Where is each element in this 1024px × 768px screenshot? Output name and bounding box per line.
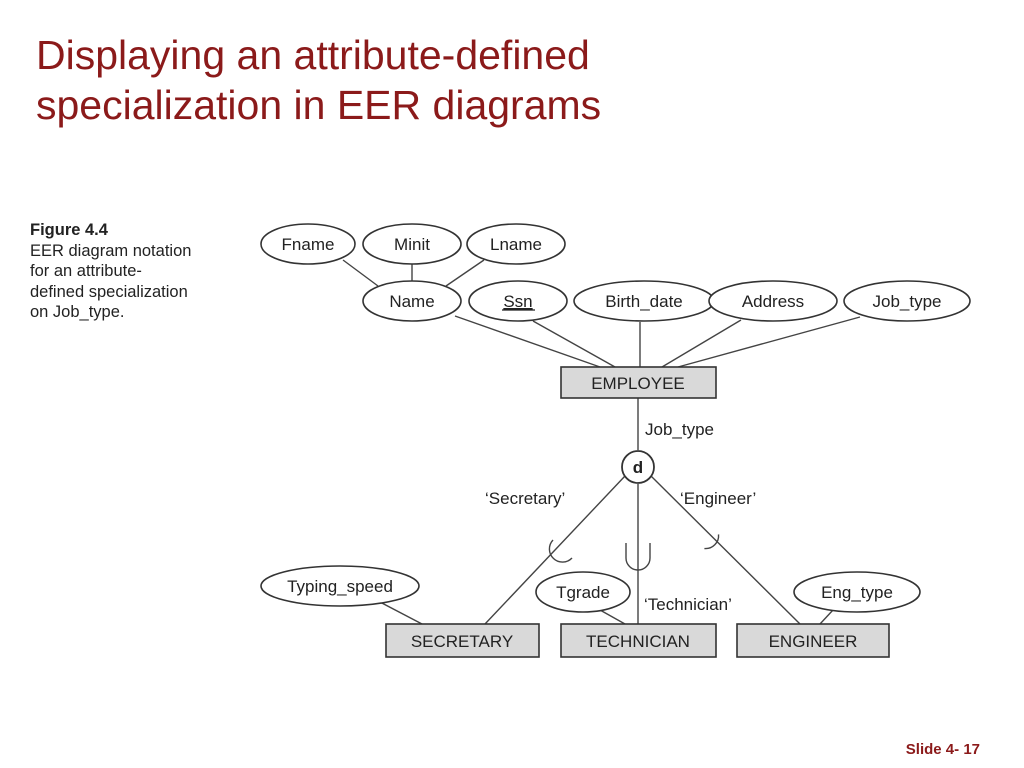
attribute-lname-label: Lname (490, 235, 542, 254)
slide-title-line-2: specialization in EER diagrams (36, 82, 602, 128)
subset-symbol-secretary (548, 539, 573, 563)
entity-technician-label: TECHNICIAN (586, 632, 690, 651)
disjoint-circle: d (621, 450, 655, 484)
predicate-engineer-label: ‘Engineer’ (680, 489, 756, 508)
line-name-employee (454, 315, 601, 368)
slide-number: Slide 4- 17 (905, 741, 980, 758)
line-circle-engineer (650, 475, 801, 625)
attribute-name: Name (362, 280, 462, 322)
figure-caption: Figure 4.4 EER diagram notation for an a… (30, 220, 245, 323)
connector-lines (342, 259, 861, 625)
slide-title: Displaying an attribute-defined speciali… (36, 30, 936, 130)
attribute-ssn: Ssn (468, 280, 568, 322)
attribute-address-label: Address (742, 292, 804, 311)
caption-line: defined specialization (30, 282, 188, 301)
entity-employee-label: EMPLOYEE (591, 374, 685, 393)
defining-attribute-label: Job_type (645, 420, 714, 439)
caption-line: for an attribute- (30, 262, 142, 280)
attribute-name-label: Name (389, 292, 434, 311)
subset-symbol-technician (625, 543, 651, 571)
predicate-technician-label: ‘Technician’ (644, 595, 732, 614)
line-tgrade-technician (599, 609, 626, 625)
line-lname-name (445, 259, 485, 287)
entity-engineer-label: ENGINEER (769, 632, 858, 651)
entity-secretary-label: SECRETARY (411, 632, 513, 651)
attribute-typing-speed: Typing_speed (260, 565, 420, 607)
disjoint-symbol-label: d (633, 458, 643, 477)
figure-number: Figure 4.4 (30, 221, 108, 239)
entity-technician: TECHNICIAN (560, 623, 717, 658)
attribute-minit-label: Minit (394, 235, 430, 254)
slide-title-line-1: Displaying an attribute-defined (36, 32, 590, 78)
attribute-job-type: Job_type (843, 280, 971, 322)
attribute-typing-speed-label: Typing_speed (287, 577, 393, 596)
attribute-job-type-label: Job_type (873, 292, 942, 311)
line-circle-secretary (484, 475, 626, 625)
caption-line: EER diagram notation (30, 241, 192, 260)
line-address-employee (661, 319, 742, 368)
predicate-secretary-label: ‘Secretary’ (485, 489, 565, 508)
entity-employee: EMPLOYEE (560, 366, 717, 399)
caption-line: on Job_type. (30, 303, 125, 321)
line-typingspeed-secretary (379, 601, 423, 625)
attribute-tgrade-label: Tgrade (556, 583, 610, 602)
attribute-ssn-label: Ssn (503, 292, 532, 311)
line-ssn-employee (532, 320, 616, 368)
attribute-fname: Fname (260, 223, 356, 265)
attribute-tgrade: Tgrade (535, 571, 631, 613)
attribute-fname-label: Fname (282, 235, 335, 254)
attribute-birth-date-label: Birth_date (605, 292, 683, 311)
line-jobtype-employee (677, 316, 861, 368)
attribute-address: Address (708, 280, 838, 322)
entity-engineer: ENGINEER (736, 623, 890, 658)
subset-symbol-engineer (704, 534, 720, 550)
attribute-minit: Minit (362, 223, 462, 265)
line-fname-name (342, 259, 379, 287)
attribute-lname: Lname (466, 223, 566, 265)
line-engtype-engineer (819, 609, 834, 625)
attribute-birth-date: Birth_date (573, 280, 715, 322)
entity-secretary: SECRETARY (385, 623, 540, 658)
attribute-eng-type-label: Eng_type (821, 583, 893, 602)
attribute-eng-type: Eng_type (793, 571, 921, 613)
